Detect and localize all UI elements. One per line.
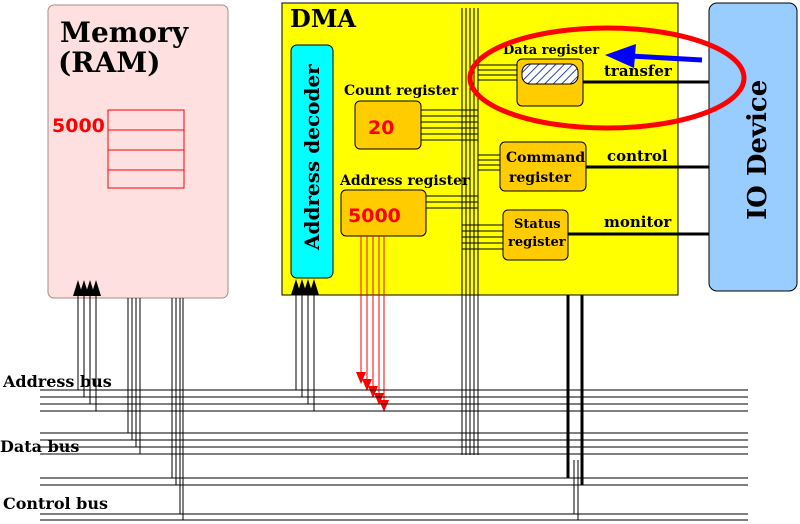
memory-cells (107, 109, 185, 189)
memory-bus-connections (73, 280, 184, 520)
data-register-label: Data register (503, 43, 599, 58)
address-register-output-lines (356, 236, 389, 412)
address-bus (40, 389, 748, 412)
address-bus-label: Address bus (2, 372, 112, 391)
data-bus-label: Data bus (0, 437, 79, 456)
dma-title: DMA (290, 4, 356, 33)
control-bus-label: Control bus (3, 494, 108, 513)
address-register-value: 5000 (348, 205, 401, 227)
memory-box (47, 4, 229, 299)
status-register-label-line2: register (508, 235, 566, 250)
control-signal-label: control (607, 147, 668, 165)
dma-box (281, 2, 679, 296)
command-register-label-line1: Command (506, 150, 585, 166)
status-register-label-line1: Status (514, 217, 561, 232)
count-register-box (354, 100, 422, 150)
count-register-value: 20 (368, 117, 394, 139)
command-register-label-line2: register (509, 170, 572, 186)
address-register-label: Address register (339, 173, 470, 189)
memory-title-line1: Memory (60, 16, 189, 49)
io-signal-lines (568, 80, 709, 236)
dma-control-connection (566, 295, 584, 520)
io-device-box (708, 2, 798, 292)
memory-address-label: 5000 (52, 115, 105, 137)
dma-internal-lines (421, 8, 517, 455)
monitor-signal-label: monitor (604, 213, 672, 231)
address-decoder-label: Address decoder (300, 64, 324, 251)
transfer-arrow-icon (605, 44, 703, 68)
io-device: IO Device (708, 2, 798, 292)
memory-block: Memory (RAM) 5000 (47, 4, 229, 299)
address-decoder-box (290, 44, 334, 279)
io-device-label: IO Device (743, 80, 773, 220)
transfer-signal-label: transfer (604, 62, 673, 80)
count-register-label: Count register (344, 83, 459, 99)
data-register-highlight (467, 25, 747, 131)
data-bus (40, 432, 748, 455)
control-bus (40, 477, 748, 521)
dma-controller: DMA Address decoder Count register 20 Ad… (281, 2, 679, 296)
data-register-content (521, 63, 579, 85)
decoder-bus-connections (291, 279, 319, 411)
memory-title-line2: (RAM) (58, 46, 160, 79)
